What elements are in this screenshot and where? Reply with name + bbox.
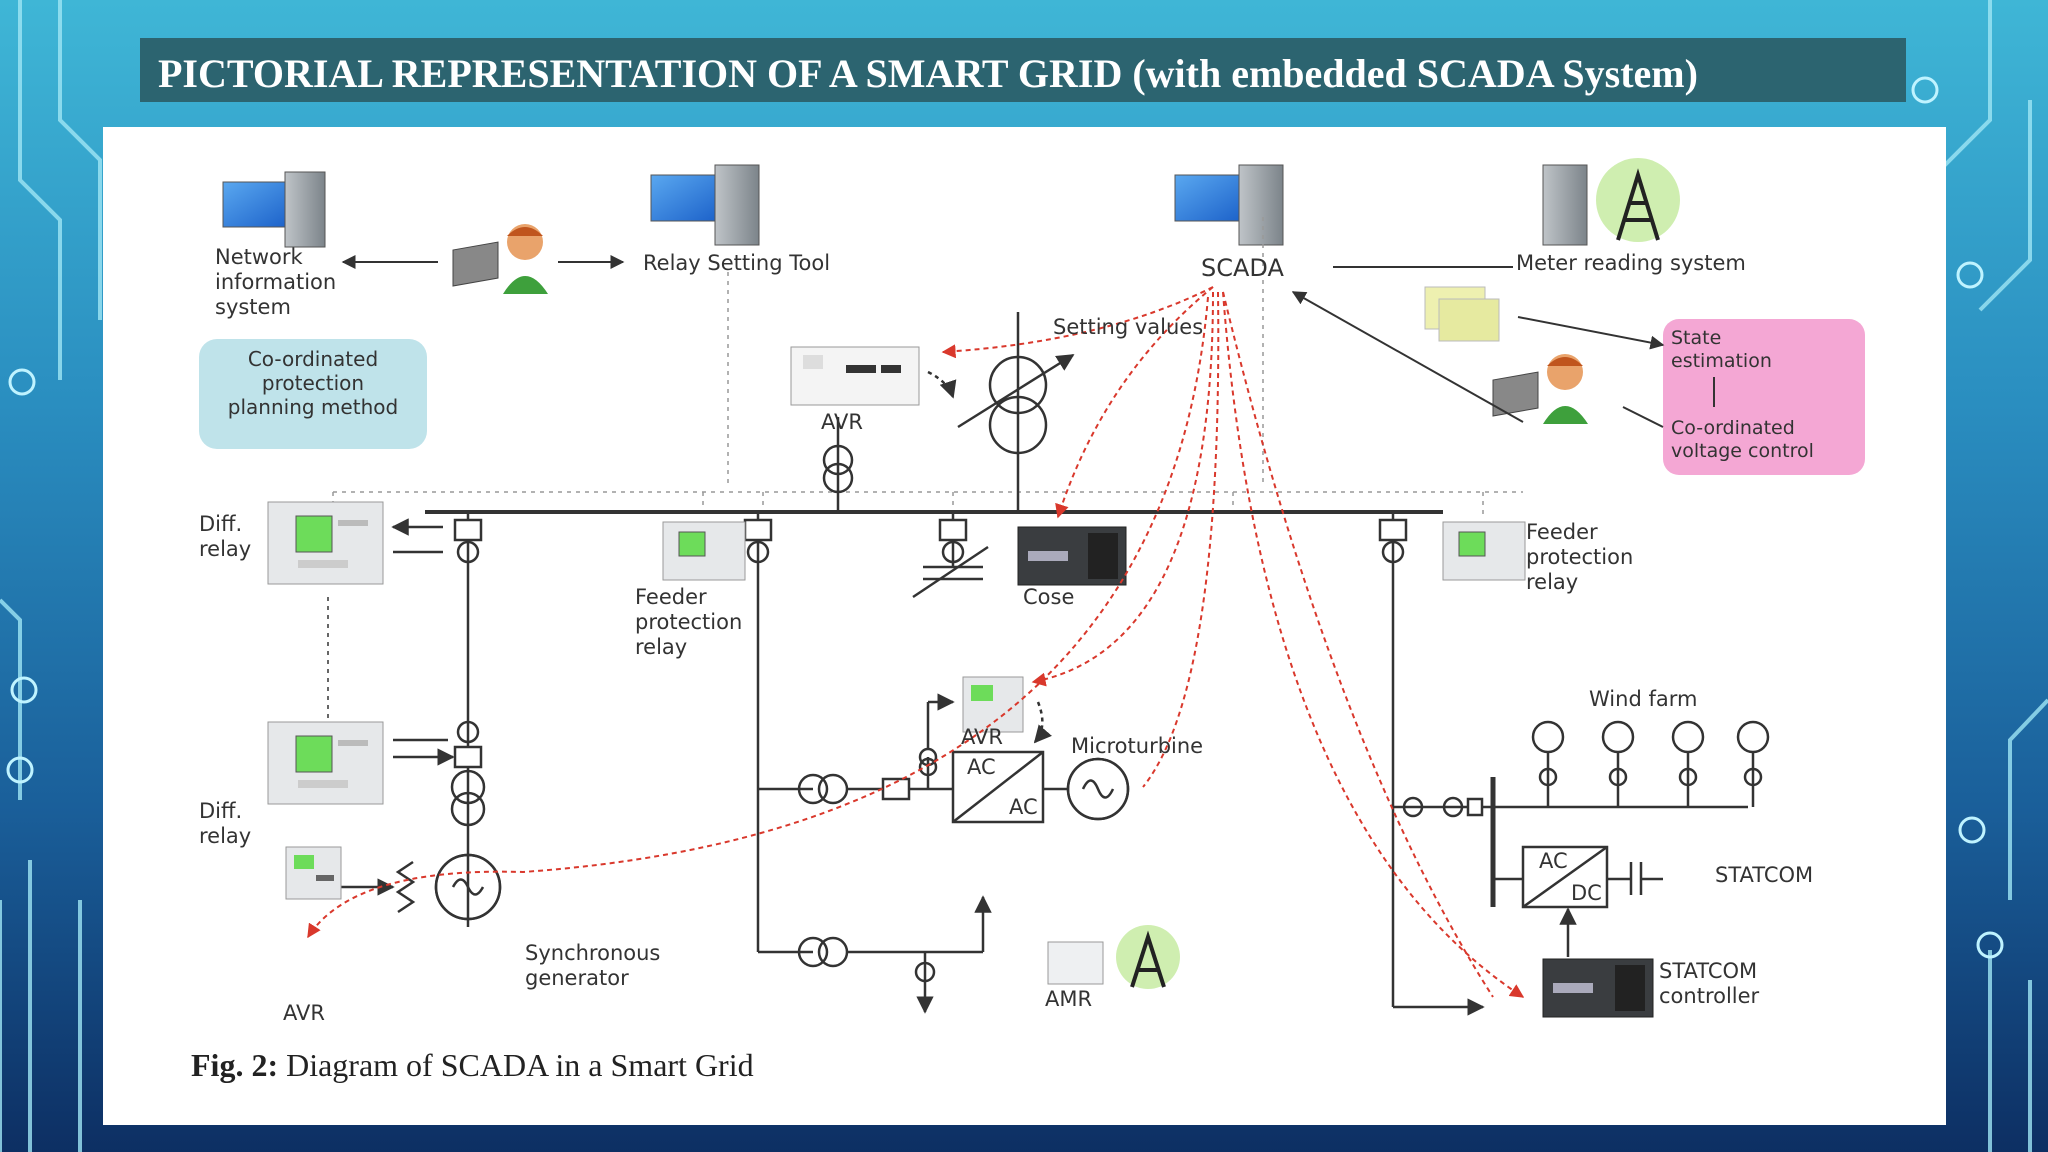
figure-caption-text: Diagram of SCADA in a Smart Grid (278, 1047, 754, 1083)
feeder-relay-1-device-icon (662, 521, 746, 581)
cose-label: Cose (1023, 585, 1075, 609)
diff-relay-1-device-icon (267, 501, 384, 585)
avr-mid-device-icon (962, 676, 1024, 733)
relay-setting-tool-label: Relay Setting Tool (643, 251, 831, 275)
wind-turbine-4-icon (1736, 720, 1770, 807)
relay-tool-computer-icon (650, 164, 760, 246)
scada-diagram (222, 158, 1770, 1018)
coordinated-protection-box (199, 339, 427, 449)
cose-device-icon (1017, 526, 1127, 586)
figure-caption: Fig. 2: Diagram of SCADA in a Smart Grid (191, 1047, 754, 1084)
ac-dc-bottom-label: DC (1571, 881, 1602, 905)
microturbine-icon (1066, 757, 1130, 821)
title-bar: PICTORIAL REPRESENTATION OF A SMART GRID… (140, 38, 1906, 102)
meter-reading-system-label: Meter reading system (1516, 251, 1746, 275)
page-title: PICTORIAL REPRESENTATION OF A SMART GRID… (158, 51, 1698, 96)
avr-mid-label: AVR (961, 725, 1003, 749)
operator-icon-right (1492, 354, 1588, 424)
diff-relay-2-device-icon (267, 721, 384, 805)
ac-bottom-label: AC (1009, 795, 1038, 819)
wind-turbine-2-icon (1601, 720, 1635, 807)
avr-top-device-icon (790, 346, 920, 406)
diff-relay-2-label: Diff.relay (199, 799, 252, 849)
scada-computer-icon (1174, 164, 1284, 246)
wind-turbine-3-icon (1671, 720, 1705, 807)
avr-bottom-device-icon (285, 846, 342, 900)
setting-values-label: Setting values (1053, 315, 1204, 339)
ac-top-label: AC (967, 755, 996, 779)
synchronous-generator-icon (434, 853, 502, 921)
network-info-computer-icon (222, 171, 326, 248)
statcom-label: STATCOM (1715, 863, 1814, 887)
diff-relay-1-label: Diff.relay (199, 512, 252, 562)
microturbine-label: Microturbine (1071, 734, 1204, 758)
amr-label: AMR (1045, 987, 1093, 1011)
operator-icon-top (452, 224, 548, 294)
folder-icon (1424, 286, 1500, 342)
wind-farm-label: Wind farm (1589, 687, 1698, 711)
avr-bottom-label: AVR (283, 1001, 325, 1025)
ac-dc-top-label: AC (1539, 849, 1568, 873)
avr-top-label: AVR (821, 410, 863, 434)
scada-label: SCADA (1201, 254, 1284, 282)
state-estimation-box (1663, 319, 1865, 475)
meter-server-icon (1542, 158, 1680, 246)
amr-meter-icon (1047, 925, 1180, 989)
statcom-controller-device-icon (1542, 958, 1654, 1018)
figure-caption-number: Fig. 2: (191, 1047, 279, 1083)
feeder-relay-2-device-icon (1442, 521, 1526, 581)
wind-turbine-1-icon (1531, 720, 1565, 807)
